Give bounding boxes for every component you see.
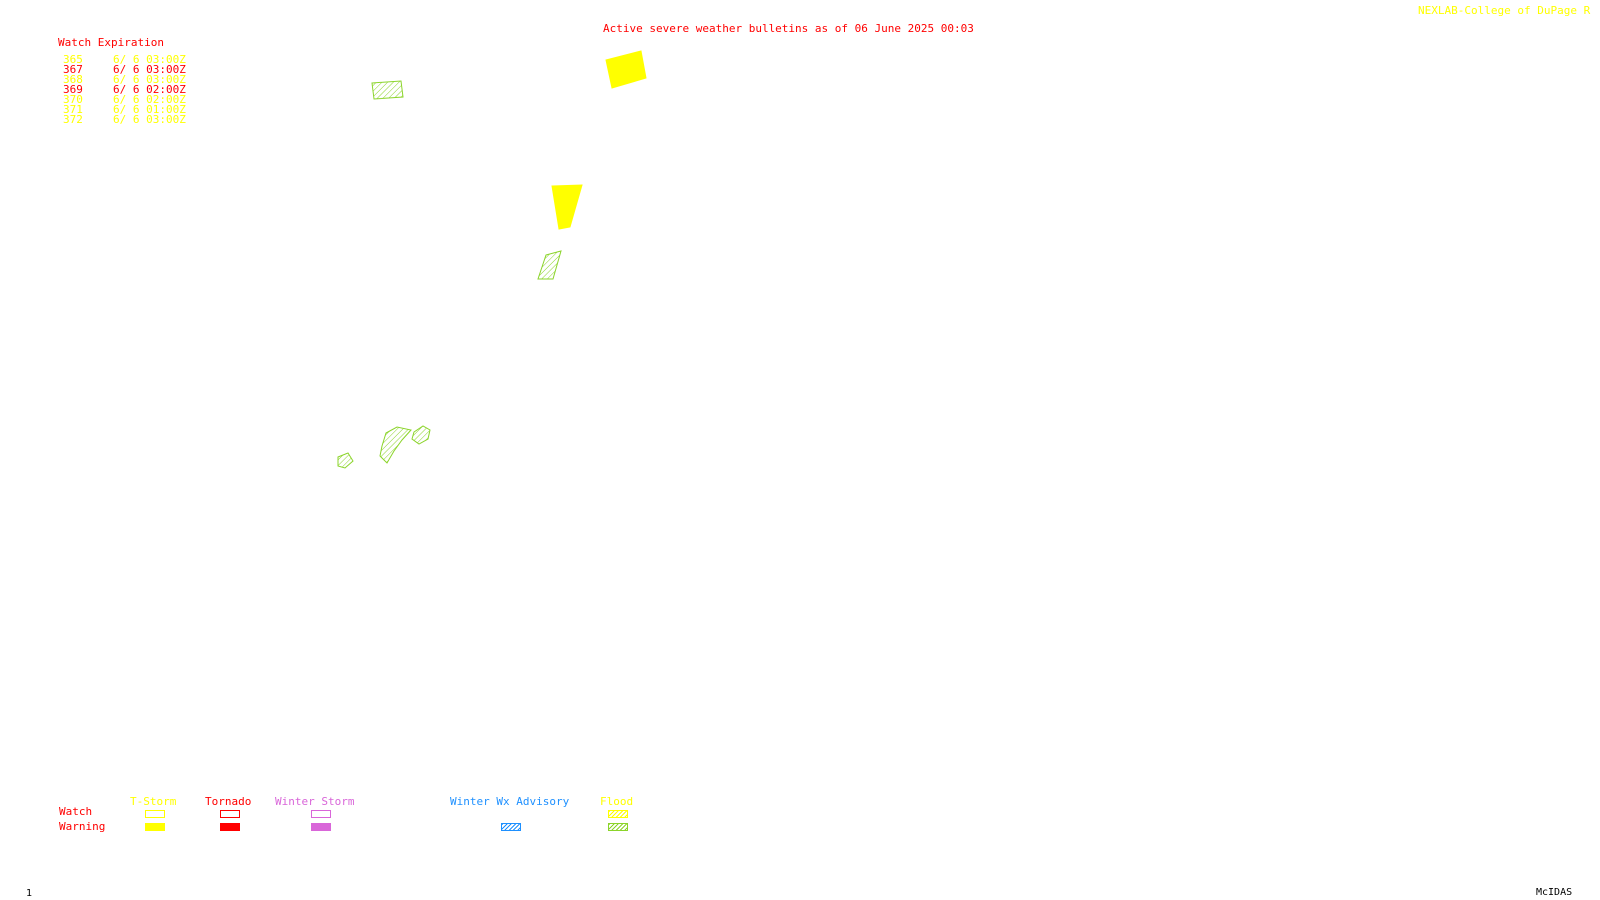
watch-number: 368 xyxy=(63,73,83,86)
legend-flood-watch-swatch xyxy=(608,810,628,818)
watch-number: 371 xyxy=(63,103,83,116)
flood-warning-polygon[interactable] xyxy=(411,425,431,445)
software-label: McIDAS xyxy=(1536,887,1573,898)
flood-warning-polygon[interactable] xyxy=(379,426,412,464)
tstorm-warning-polygon[interactable] xyxy=(551,184,583,230)
watch-row: 371 6/ 6 01:00Z xyxy=(63,103,186,116)
flood-warning-polygon[interactable] xyxy=(537,250,562,280)
watch-number: 369 xyxy=(63,83,83,96)
watch-number: 365 xyxy=(63,53,83,66)
watch-row: 369 6/ 6 02:00Z xyxy=(63,83,186,96)
bulletin-title: Active severe weather bulletins as of 06… xyxy=(603,22,974,35)
watch-expiration: 6/ 6 03:00Z xyxy=(113,73,186,86)
watch-expiration: 6/ 6 02:00Z xyxy=(113,93,186,106)
watch-row: 365 6/ 6 03:00Z xyxy=(63,53,186,66)
watch-expiration: 6/ 6 03:00Z xyxy=(113,113,186,126)
legend-watch-row-label: Watch xyxy=(59,805,93,818)
watch-number: 367 xyxy=(63,63,83,76)
legend-tstorm-label: T-Storm xyxy=(130,795,177,808)
tstorm-warning-polygon[interactable] xyxy=(605,50,647,89)
frame-number: 1 xyxy=(26,888,33,899)
watch-row: 367 6/ 6 03:00Z xyxy=(63,63,186,76)
watch-row: 368 6/ 6 03:00Z xyxy=(63,73,186,86)
watch-expiration: 6/ 6 02:00Z xyxy=(113,83,186,96)
legend-flood-warning-swatch xyxy=(608,823,628,831)
legend-flood-label: Flood xyxy=(600,795,634,808)
watch-number: 370 xyxy=(63,93,83,106)
flood-warning-polygon[interactable] xyxy=(337,452,354,469)
watch-expiration: 6/ 6 03:00Z xyxy=(113,53,186,66)
flood-warning-polygon[interactable] xyxy=(371,80,404,100)
watch-number: 372 xyxy=(63,113,83,126)
legend-winter-storm-label: Winter Storm xyxy=(275,795,355,808)
watch-row: 370 6/ 6 02:00Z xyxy=(63,93,186,106)
watch-row: 372 6/ 6 03:00Z xyxy=(63,113,186,126)
credit-label: NEXLAB-College of DuPage R xyxy=(1418,4,1591,17)
legend-warning-row-label: Warning xyxy=(59,820,106,833)
legend-tornado-watch-swatch xyxy=(220,810,240,818)
legend-winter-storm-watch-swatch xyxy=(311,810,331,818)
watch-expiration: 6/ 6 01:00Z xyxy=(113,103,186,116)
legend-winter-wx-advisory-swatch xyxy=(501,823,521,831)
legend-tornado-label: Tornado xyxy=(205,795,252,808)
legend-tornado-warning-swatch xyxy=(220,823,240,831)
watch-expiration: 6/ 6 03:00Z xyxy=(113,63,186,76)
legend-winter-wx-advisory-label: Winter Wx Advisory xyxy=(450,795,570,808)
watch-table-heading: Watch Expiration xyxy=(58,36,164,49)
legend-tstorm-warning-swatch xyxy=(145,823,165,831)
legend-tstorm-watch-swatch xyxy=(145,810,165,818)
legend-winter-storm-warning-swatch xyxy=(311,823,331,831)
